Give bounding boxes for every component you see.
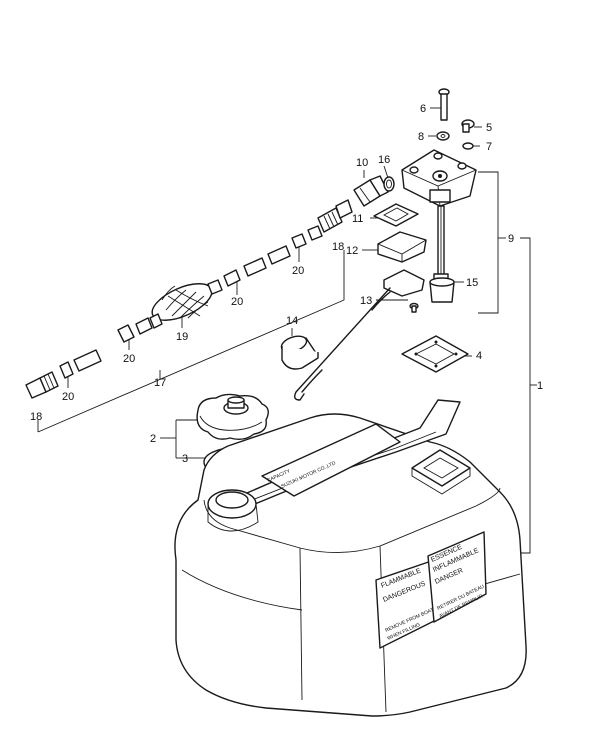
callout-20-a: 20 xyxy=(292,265,304,277)
float-15 xyxy=(429,273,455,303)
gasket-4 xyxy=(401,335,469,373)
hose-section xyxy=(135,317,153,335)
float-14 xyxy=(280,335,319,370)
callout-6: 6 xyxy=(420,103,426,115)
callout-17: 17 xyxy=(154,377,166,389)
callout-10: 10 xyxy=(356,157,368,169)
callout-13: 13 xyxy=(360,295,372,307)
hose-clip-20c xyxy=(223,269,241,287)
washer-8 xyxy=(436,131,450,141)
callout-15: 15 xyxy=(466,277,478,289)
callout-18-right: 18 xyxy=(332,241,344,253)
screw-6 xyxy=(438,88,450,121)
bracket-lines xyxy=(37,107,537,554)
callout-1: 1 xyxy=(537,380,543,392)
callout-4: 4 xyxy=(476,350,482,362)
hose-section xyxy=(73,349,102,372)
callout-12: 12 xyxy=(346,245,358,257)
connector-18-right xyxy=(317,199,353,233)
hose-clip-20b xyxy=(117,324,135,343)
hose-section xyxy=(243,257,267,277)
callout-5: 5 xyxy=(486,122,492,134)
callout-18-left: 18 xyxy=(30,411,42,423)
bracket-12 xyxy=(377,231,427,263)
warning-label-right: ESSENCE INFLAMMABLE DANGER RETIRER DU BA… xyxy=(427,531,487,623)
callout-9: 9 xyxy=(508,233,514,245)
hose-clip-20a xyxy=(59,361,74,379)
callout-20-d: 20 xyxy=(62,391,74,403)
callout-numbers: 1 2 3 4 5 6 7 8 9 10 11 12 13 14 15 16 1… xyxy=(30,103,543,465)
connector-18-left xyxy=(25,371,59,399)
callout-19: 19 xyxy=(176,331,188,343)
hose-section xyxy=(267,245,291,265)
washer-7 xyxy=(462,142,474,150)
callout-7: 7 xyxy=(486,141,492,153)
fuel-hose-assembly xyxy=(25,199,353,399)
filler-neck xyxy=(207,489,259,532)
primer-bulb-19 xyxy=(149,279,223,329)
callout-2: 2 xyxy=(150,433,156,445)
gauge-body-9 xyxy=(401,149,477,207)
gauge-arm-13 xyxy=(293,269,425,401)
callout-16: 16 xyxy=(378,154,390,166)
callout-8: 8 xyxy=(418,131,424,143)
callout-14: 14 xyxy=(286,315,298,327)
o-ring-16 xyxy=(383,176,395,192)
gasket-11 xyxy=(373,203,419,227)
screw-5 xyxy=(461,119,475,133)
callout-11: 11 xyxy=(352,213,363,225)
callout-20-c: 20 xyxy=(123,353,135,365)
gauge-mount xyxy=(411,449,471,495)
fuel-gauge-assembly xyxy=(280,88,477,401)
fitting-10 xyxy=(353,175,389,207)
tank-cap-2 xyxy=(196,393,269,441)
callout-3: 3 xyxy=(182,453,188,465)
callout-20-b: 20 xyxy=(231,296,243,308)
hose-section xyxy=(307,225,323,241)
hose-clip-20d xyxy=(291,233,307,249)
fuel-tank-1: CAPACITY SUZUKI MOTOR CO.,LTD FLAMMABLE … xyxy=(174,399,527,717)
